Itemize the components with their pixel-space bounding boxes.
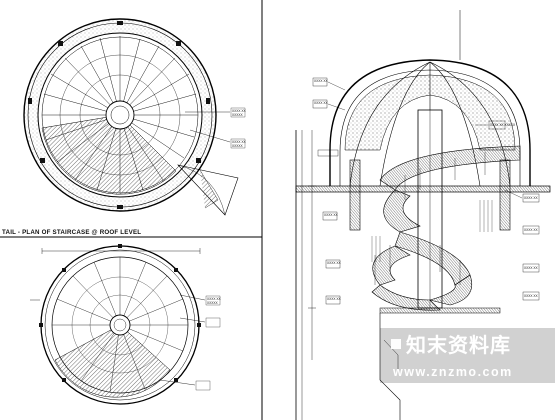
section-callout: XXXX XX XXXXX bbox=[490, 123, 516, 127]
svg-text:XXXXX: XXXXX bbox=[207, 301, 219, 305]
svg-text:XXXX XX: XXXX XX bbox=[232, 109, 247, 113]
watermark-logo-icon bbox=[391, 339, 401, 349]
svg-text:XXXX XX: XXXX XX bbox=[524, 196, 539, 200]
staircase-plan-lower-level: XXXX XX XXXXX bbox=[30, 244, 222, 405]
svg-text:XXXX XX: XXXX XX bbox=[524, 266, 539, 270]
svg-text:XXXX XX: XXXX XX bbox=[327, 297, 342, 301]
svg-text:XXXX XX: XXXX XX bbox=[232, 140, 247, 144]
svg-text:XXXX XX: XXXX XX bbox=[524, 294, 539, 298]
svg-text:XXXXX: XXXXX bbox=[232, 113, 244, 117]
svg-text:XXXX XX: XXXX XX bbox=[314, 101, 329, 105]
staircase-section-elevation: XXXX XX XXXX XX XXXX XX XXXX XX XXXX XX … bbox=[295, 10, 551, 420]
svg-text:XXXXX: XXXXX bbox=[232, 144, 244, 148]
svg-text:XXXX XX: XXXX XX bbox=[314, 79, 329, 83]
watermark: 知末资料库 www.znzmo.com bbox=[380, 328, 555, 383]
watermark-logo-text: 知末资料库 bbox=[406, 333, 511, 357]
staircase-plan-roof-level: XXXX XX XXXXX XXXX XX XXXXX bbox=[23, 18, 247, 216]
plan-title-roof-level: TAIL - PLAN OF STAIRCASE @ ROOF LEVEL bbox=[2, 229, 141, 236]
svg-text:XXXX XX: XXXX XX bbox=[324, 213, 339, 217]
watermark-url: www.znzmo.com bbox=[392, 365, 513, 379]
svg-text:XXXX XX: XXXX XX bbox=[207, 297, 222, 301]
svg-text:XXXX XX: XXXX XX bbox=[327, 261, 342, 265]
svg-text:XXXX XX: XXXX XX bbox=[524, 228, 539, 232]
